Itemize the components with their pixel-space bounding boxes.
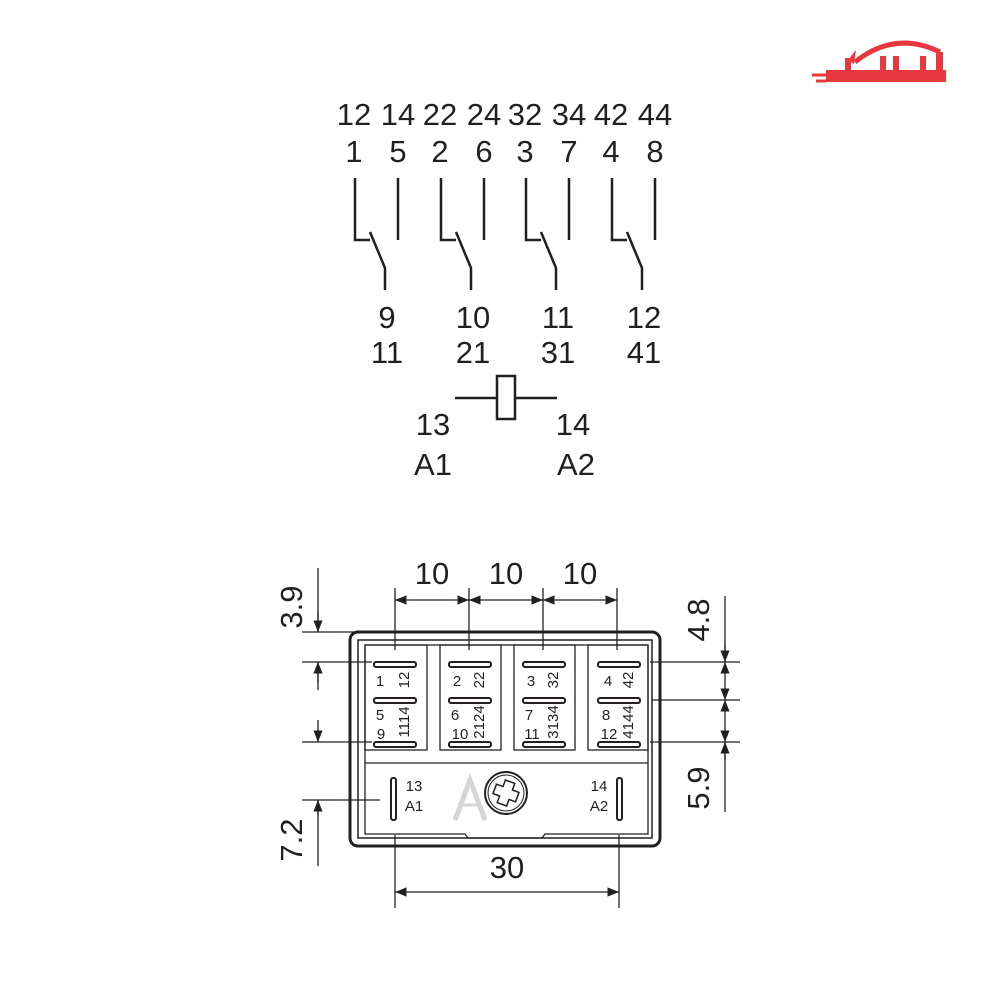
dimension-label: 30: [490, 850, 524, 885]
pin-label: 22: [471, 672, 488, 689]
coil-pin-label: 13: [406, 778, 423, 795]
watermark-logo: [452, 772, 488, 821]
relay-base: 1 12 5 1114 9 2 22 6 2124 10 3 32 7 3134…: [348, 630, 662, 848]
dimension-label: 10: [415, 556, 449, 591]
terminal-label: 7: [560, 134, 577, 169]
coil-pin-label: 14: [591, 778, 608, 795]
terminal-label: 10: [456, 300, 490, 335]
dimension-label: 4.8: [681, 598, 716, 641]
terminal-label: 21: [456, 335, 490, 370]
pin-label: 5: [376, 707, 384, 724]
coil-terminal-label: 13: [416, 407, 450, 442]
pin-label: 32: [545, 672, 562, 689]
pin-compartment-1: 1 12 5 1114 9: [373, 661, 417, 748]
terminal-label: 11: [542, 300, 574, 335]
dimension-label: 7.2: [274, 818, 309, 861]
pin-compartment-4: 4 42 8 4144 12: [597, 661, 641, 748]
pin-compartment-2: 2 22 6 2124 10: [448, 661, 492, 748]
pin-label: 10: [452, 726, 469, 743]
pin-label: 11: [524, 726, 540, 743]
dimension-label: 5.9: [681, 766, 716, 809]
terminal-label: 42: [594, 97, 628, 132]
pin-label: 7: [525, 707, 533, 724]
terminal-label: 22: [423, 97, 457, 132]
terminal-label: 2: [431, 134, 448, 169]
terminal-label: 31: [541, 335, 575, 370]
pin-label: 9: [377, 726, 385, 743]
pin-label: 42: [620, 672, 637, 689]
terminal-label: 14: [381, 97, 415, 132]
terminal-label: 11: [371, 335, 403, 370]
pin-label: 8: [602, 707, 610, 724]
pin-label: 3134: [545, 705, 562, 738]
contact-schematic: 12 14 1 5 9 11 22 24 2 6 10 21 32 34 3 7…: [337, 97, 672, 370]
pin-label: 4144: [620, 705, 637, 738]
coil-pin-a2: [616, 777, 623, 821]
terminal-label: 1: [345, 134, 362, 169]
brand-logo: [812, 40, 946, 83]
dimension-label: 10: [563, 556, 597, 591]
terminal-label: 41: [627, 335, 661, 370]
coil-terminal-label: 14: [556, 407, 590, 442]
pin-label: 3: [527, 673, 535, 690]
coil-pin-a1: [390, 777, 397, 821]
contact-2: 22 24 2 6 10 21: [423, 97, 501, 370]
terminal-label: 12: [627, 300, 661, 335]
pin-label: 12: [601, 726, 618, 743]
terminal-label: 12: [337, 97, 371, 132]
coil-terminal-label: A1: [414, 447, 452, 482]
pin-compartment-3: 3 32 7 3134 11: [522, 661, 566, 748]
terminal-label: 9: [378, 300, 395, 335]
dimension-lines: 10 10 10 30 3.9 7.2 4.8 5.9: [274, 556, 740, 908]
screw-icon: [484, 771, 528, 815]
contact-4: 42 44 4 8 12 41: [594, 97, 672, 370]
dimension-label: 10: [489, 556, 523, 591]
coil-pin-label: A1: [405, 798, 423, 815]
pin-label: 4: [604, 673, 612, 690]
terminal-label: 6: [475, 134, 492, 169]
terminal-label: 24: [467, 97, 501, 132]
terminal-label: 3: [516, 134, 533, 169]
terminal-label: 8: [646, 134, 663, 169]
coil-terminal-label: A2: [557, 447, 595, 482]
terminal-label: 5: [389, 134, 406, 169]
dimension-label: 3.9: [274, 585, 309, 628]
coil-symbol: 13 A1 14 A2: [414, 374, 595, 482]
terminal-label: 34: [552, 97, 586, 132]
pin-label: 2: [453, 673, 461, 690]
pin-label: 2124: [471, 705, 488, 738]
pin-label: 12: [396, 672, 413, 689]
terminal-label: 4: [602, 134, 619, 169]
pin-label: 1: [376, 673, 384, 690]
pin-label: 1114: [396, 706, 413, 737]
pin-label: 6: [451, 707, 459, 724]
terminal-label: 32: [508, 97, 542, 132]
contact-3: 32 34 3 7 11 31: [508, 97, 586, 370]
terminal-label: 44: [638, 97, 672, 132]
coil-pin-label: A2: [590, 798, 608, 815]
contact-1: 12 14 1 5 9 11: [337, 97, 415, 370]
